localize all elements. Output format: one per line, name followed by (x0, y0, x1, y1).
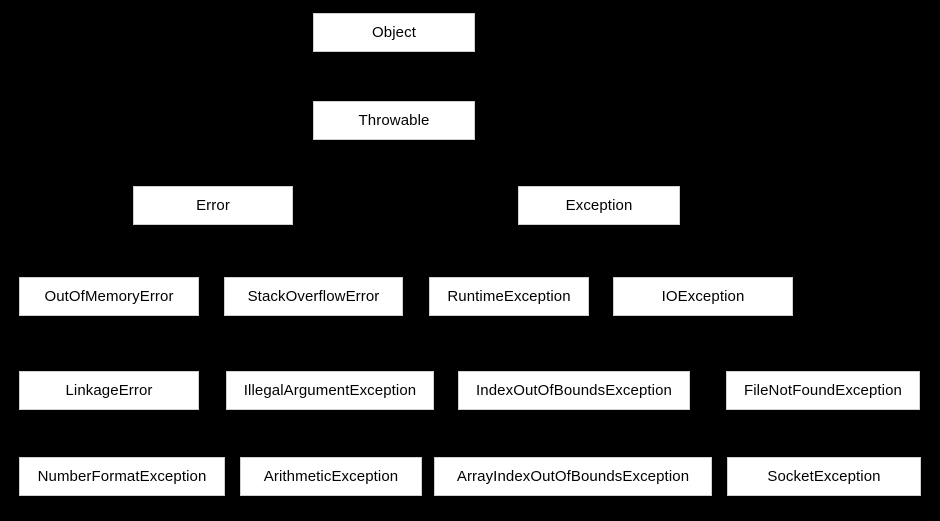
class-node-ioexception: IOException (613, 277, 793, 316)
class-node-indexoutofboundsexception: IndexOutOfBoundsException (458, 371, 690, 410)
class-node-arrayindexoutofboundsexception: ArrayIndexOutOfBoundsException (434, 457, 712, 496)
class-node-label: ArrayIndexOutOfBoundsException (456, 468, 690, 485)
class-node-label: SocketException (767, 468, 881, 485)
class-node-label: LinkageError (65, 382, 153, 399)
class-node-runtimeexception: RuntimeException (429, 277, 589, 316)
class-node-linkageerror: LinkageError (19, 371, 199, 410)
class-node-label: StackOverflowError (247, 288, 380, 305)
class-node-arithmeticexception: ArithmeticException (240, 457, 422, 496)
class-node-label: ArithmeticException (263, 468, 399, 485)
class-node-exception: Exception (518, 186, 680, 225)
class-node-label: FileNotFoundException (743, 382, 903, 399)
class-node-illegalargumentexception: IllegalArgumentException (226, 371, 434, 410)
class-node-error: Error (133, 186, 293, 225)
class-node-label: NumberFormatException (37, 468, 207, 485)
class-node-label: Throwable (358, 112, 430, 129)
class-node-label: Object (372, 24, 416, 41)
class-node-label: OutOfMemoryError (44, 288, 174, 305)
class-node-throwable: Throwable (313, 101, 475, 140)
class-node-numberformatexception: NumberFormatException (19, 457, 225, 496)
class-node-label: IndexOutOfBoundsException (476, 382, 672, 399)
class-node-label: IllegalArgumentException (243, 382, 417, 399)
class-node-label: Exception (565, 197, 633, 214)
class-node-label: Error (196, 197, 230, 214)
class-node-label: IOException (661, 288, 745, 305)
class-node-label: RuntimeException (447, 288, 571, 305)
class-node-socketexception: SocketException (727, 457, 921, 496)
class-node-stackoverflowerror: StackOverflowError (224, 277, 403, 316)
class-node-object: Object (313, 13, 475, 52)
class-node-outofmemoryerror: OutOfMemoryError (19, 277, 199, 316)
class-node-filenotfoundexception: FileNotFoundException (726, 371, 920, 410)
